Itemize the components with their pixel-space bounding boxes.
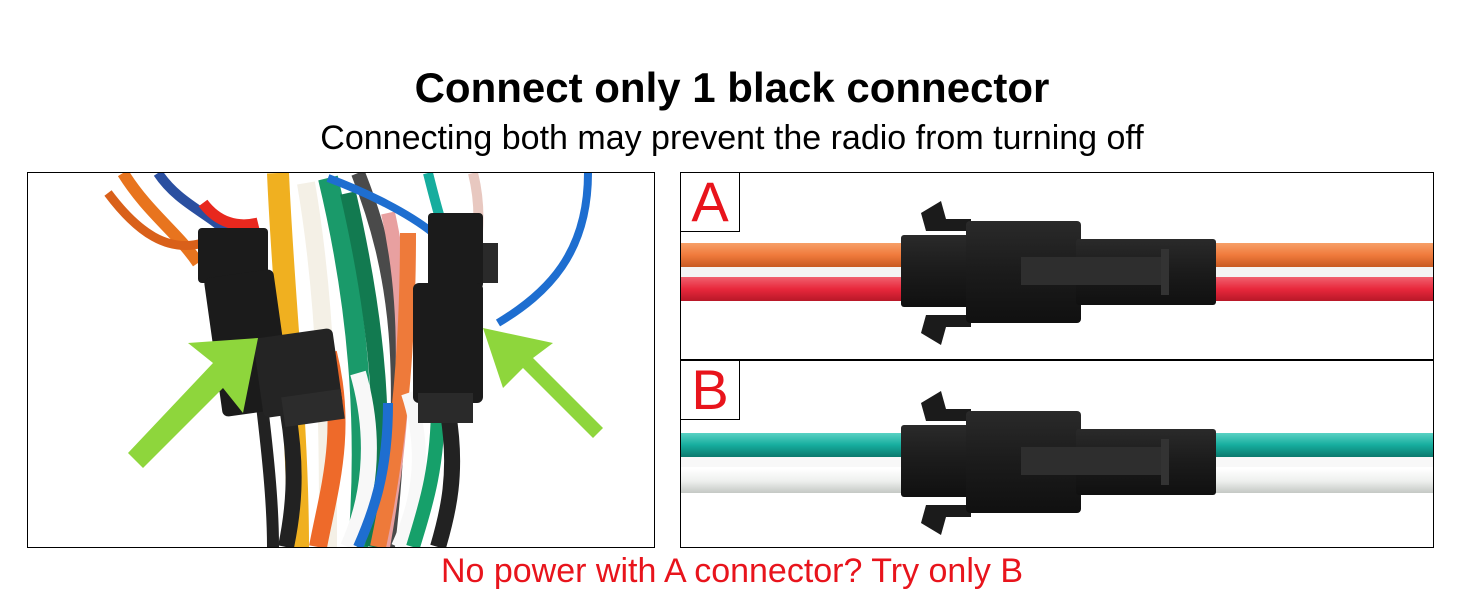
connector-diagram-a <box>681 201 1433 345</box>
black-connector-b <box>901 391 1216 535</box>
page-title: Connect only 1 black connector <box>414 64 1050 111</box>
wiring-photo <box>104 173 603 547</box>
right-green-arrow <box>483 328 603 438</box>
connector-diagram-b <box>681 391 1433 535</box>
wiring-photo-panel <box>27 172 655 548</box>
panel-b-label: B <box>681 361 740 420</box>
page-subtitle: Connecting both may prevent the radio fr… <box>320 119 1144 157</box>
diagram-panel-a: A <box>680 172 1434 360</box>
diagram-panel-b: B <box>680 360 1434 548</box>
footer-note: No power with A connector? Try only B <box>440 552 1024 590</box>
panel-a-label: A <box>681 173 740 232</box>
left-green-arrow <box>128 338 258 468</box>
black-connector-a <box>901 201 1216 345</box>
right-black-connector <box>413 213 498 423</box>
